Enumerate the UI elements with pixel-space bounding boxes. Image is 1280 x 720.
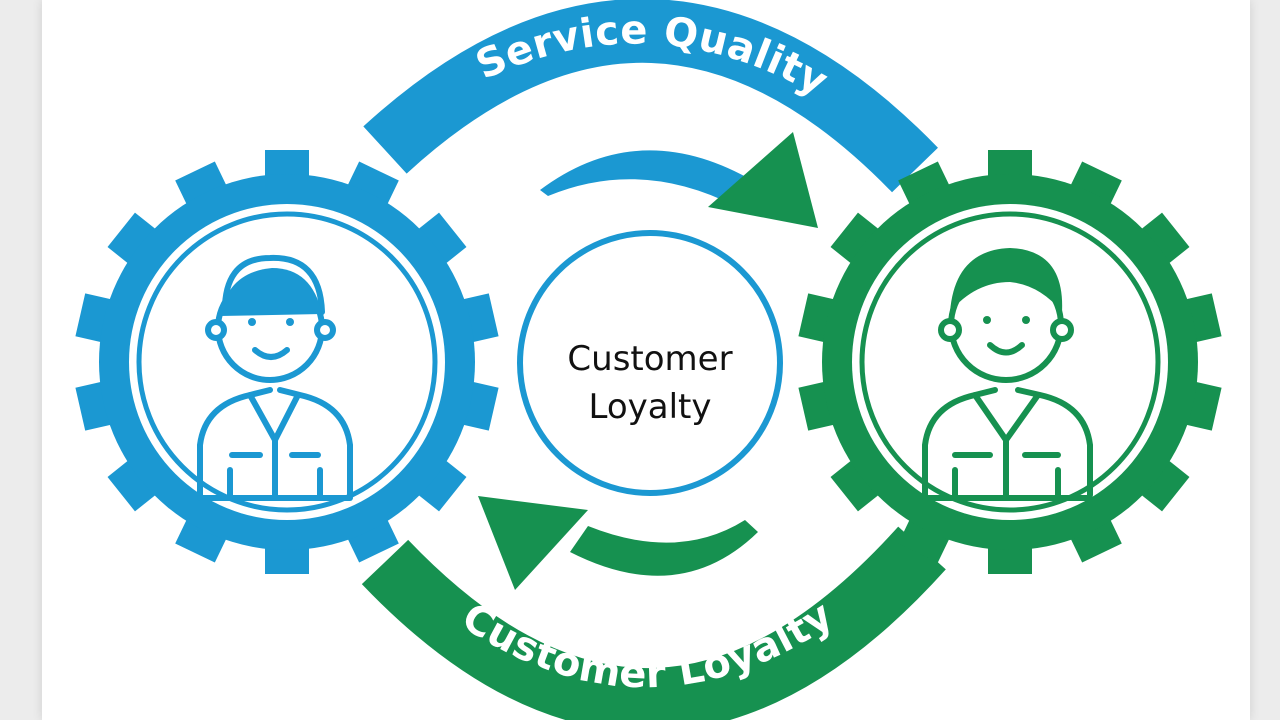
- center-label-line2: Loyalty: [588, 387, 711, 427]
- cycle-arrow-bottom-body: [570, 520, 758, 576]
- bottom-arc-band: [361, 526, 946, 720]
- person-icon: [197, 254, 353, 501]
- person-icon: [922, 248, 1093, 501]
- right-gear: [798, 150, 1222, 574]
- left-gear-inner-ring: [136, 211, 438, 513]
- cycle-arrow-bottom: [478, 496, 758, 590]
- cycle-arrow-top-head: [708, 132, 818, 228]
- top-arc-band: [363, 0, 938, 193]
- cycle-arrow-top-body: [540, 150, 755, 206]
- cycle-arrow-bottom-head: [478, 496, 588, 590]
- left-gear: [75, 150, 499, 574]
- cycle-arrow-top: [540, 132, 818, 228]
- right-gear-inner-ring: [859, 211, 1161, 513]
- center-label-line1: Customer: [567, 339, 732, 379]
- center-circle: [517, 230, 783, 496]
